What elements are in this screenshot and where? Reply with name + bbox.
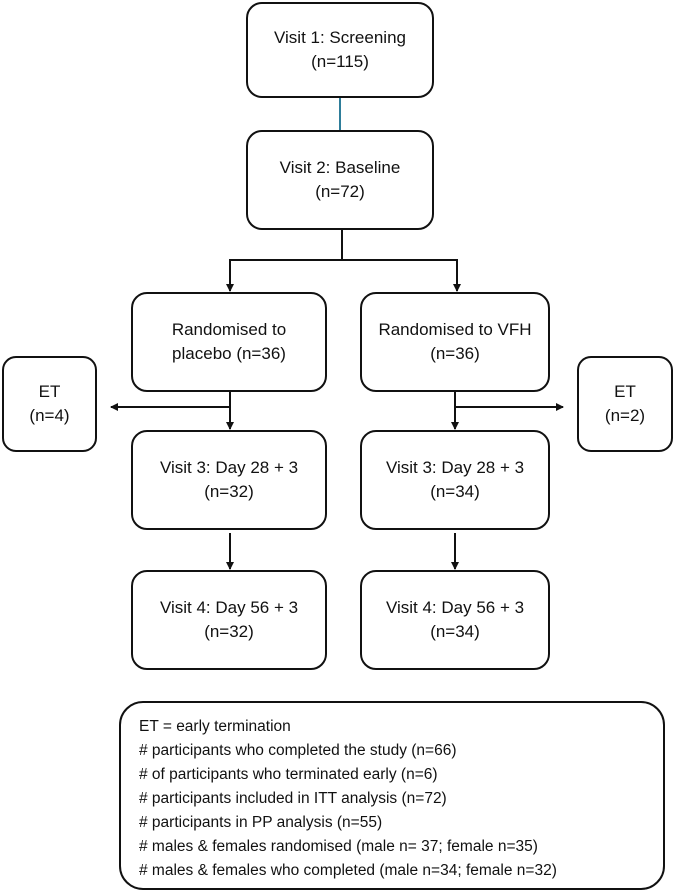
visit4-vfh-count: (n=34) (430, 622, 480, 641)
visit3-placebo-label: Visit 3: Day 28 + 3 (159, 458, 299, 477)
randomised-vfh-count: (n=36) (430, 344, 480, 363)
randomised-placebo-box: Randomised to placebo (n=36) (131, 292, 327, 392)
legend-box: ET = early termination # participants wh… (119, 701, 665, 890)
early-termination-vfh-box: ET (n=2) (577, 356, 673, 452)
legend-line: # participants in PP analysis (n=55) (139, 814, 383, 831)
legend-line: # participants included in ITT analysis … (139, 790, 447, 807)
visit4-placebo-label: Visit 4: Day 56 + 3 (159, 598, 299, 617)
visit3-vfh-label: Visit 3: Day 28 + 3 (385, 458, 525, 477)
et-vfh-count: (n=2) (604, 406, 646, 425)
visit3-vfh-box: Visit 3: Day 28 + 3 (n=34) (360, 430, 550, 530)
early-termination-placebo-box: ET (n=4) (2, 356, 97, 452)
visit3-placebo-count: (n=32) (204, 482, 254, 501)
legend-line: # males & females randomised (male n= 37… (139, 838, 538, 855)
randomised-placebo-label: Randomised to (171, 320, 287, 339)
et-placebo-label: ET (38, 382, 61, 401)
et-vfh-label: ET (614, 382, 636, 401)
randomised-vfh-label: Randomised to VFH (378, 320, 532, 339)
legend-line: ET = early termination (139, 718, 291, 735)
randomised-vfh-box: Randomised to VFH (n=36) (360, 292, 550, 392)
visit3-placebo-box: Visit 3: Day 28 + 3 (n=32) (131, 430, 327, 530)
et-placebo-count: (n=4) (29, 406, 70, 425)
visit1-count: (n=115) (311, 52, 369, 71)
legend-line: # of participants who terminated early (… (139, 766, 438, 783)
visit4-placebo-count: (n=32) (204, 622, 254, 641)
visit2-label: Visit 2: Baseline (279, 158, 401, 177)
visit4-vfh-box: Visit 4: Day 56 + 3 (n=34) (360, 570, 550, 670)
visit1-screening-box: Visit 1: Screening (n=115) (246, 2, 434, 98)
visit4-placebo-box: Visit 4: Day 56 + 3 (n=32) (131, 570, 327, 670)
visit3-vfh-count: (n=34) (430, 482, 480, 501)
visit4-vfh-label: Visit 4: Day 56 + 3 (385, 598, 525, 617)
visit1-label: Visit 1: Screening (274, 28, 406, 47)
randomised-placebo-count: placebo (n=36) (172, 344, 286, 363)
visit2-baseline-box: Visit 2: Baseline (n=72) (246, 130, 434, 230)
legend-line: # participants who completed the study (… (139, 742, 457, 759)
legend-line: # males & females who completed (male n=… (139, 862, 557, 879)
visit2-count: (n=72) (315, 182, 365, 201)
